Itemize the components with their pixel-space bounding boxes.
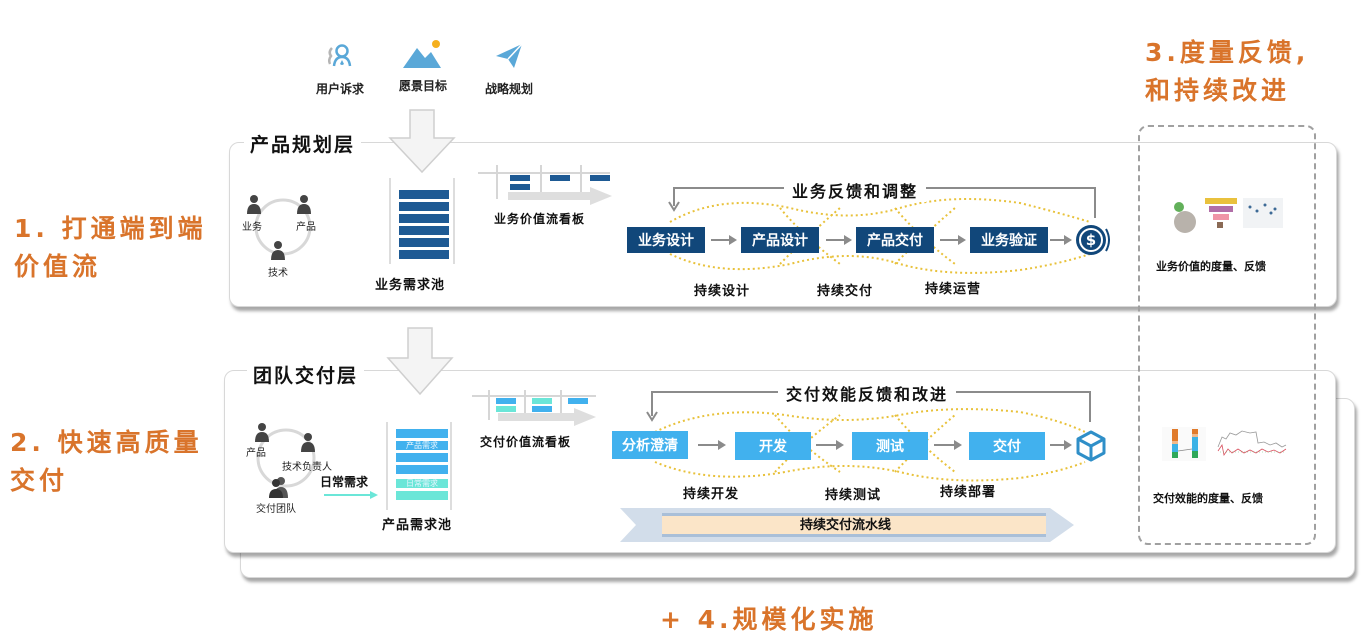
step-test: 测试 (852, 432, 928, 460)
delivery-feedback-label: 交付效能反馈和改进 (778, 381, 957, 405)
continuous-delivery: 持续交付 (817, 284, 874, 299)
cube-icon (1076, 430, 1106, 462)
product-layer-title: 产品规划层 (244, 130, 362, 157)
arrow-right-icon (816, 440, 844, 450)
step-analysis: 分析澄清 (612, 431, 688, 459)
role-business: 业务 (242, 222, 262, 233)
business-pool-label: 业务需求池 (375, 278, 446, 293)
goal-2-line2: 交付 (10, 466, 69, 495)
business-feedback-label: 业务反馈和调整 (784, 178, 927, 202)
step-product-delivery: 产品交付 (856, 227, 934, 253)
step-deliver: 交付 (969, 432, 1045, 460)
svg-text:$: $ (1086, 231, 1096, 249)
business-kanban-label: 业务价值流看板 (494, 212, 586, 226)
goal-1-line1: 1. 打通端到端 (14, 214, 207, 243)
business-pool (389, 178, 455, 264)
step-business-validation: 业务验证 (970, 227, 1048, 253)
pool-item: 日常需求 (396, 479, 448, 488)
arrow-right-icon (934, 440, 962, 450)
goal-2: 2. 快速高质量 交付 (10, 424, 203, 500)
business-metrics-label: 业务价值的度量、反馈 (1156, 260, 1266, 273)
step-business-design: 业务设计 (627, 227, 705, 253)
pool-item (399, 214, 449, 223)
goal-1: 1. 打通端到端 价值流 (14, 210, 207, 286)
daily-demand-arrow-icon (324, 491, 378, 499)
pipeline-arrow (620, 508, 1074, 542)
team-roles-group: 产品 技术负责人 交付团队 (240, 420, 380, 515)
arrow-right-icon (711, 235, 737, 245)
continuous-design: 持续设计 (694, 284, 751, 299)
paper-plane-icon (496, 43, 523, 68)
delivery-kanban (472, 390, 598, 426)
arrow-right-icon (826, 235, 852, 245)
role-product: 产品 (246, 448, 266, 459)
person-icon (297, 195, 311, 214)
pool-item (396, 491, 448, 500)
business-metrics-chart-thumbnail (1174, 198, 1283, 233)
input-vision: 愿景目标 (392, 38, 454, 94)
kanban-flow-arrow (498, 408, 596, 426)
pool-item (396, 453, 448, 462)
pool-item (399, 226, 449, 235)
step-product-design: 产品设计 (741, 227, 819, 253)
arrow-right-icon (698, 440, 726, 450)
roles-circle (256, 428, 316, 488)
continuous-deployment: 持续部署 (940, 485, 997, 500)
goal-3-line1: 3.度量反馈, (1145, 38, 1310, 67)
pool-item (396, 465, 448, 474)
delivery-kanban-label: 交付价值流看板 (480, 435, 572, 449)
arrow-right-icon (940, 235, 966, 245)
product-roles-group: 业务 产品 技术 (240, 190, 330, 280)
mountain-sun-icon (403, 40, 441, 68)
pipeline-label: 持续交付流水线 (800, 518, 892, 533)
down-arrow-icon (388, 109, 456, 174)
user-demand-icon (327, 44, 352, 67)
pool-item (399, 202, 449, 211)
role-product: 产品 (296, 222, 316, 233)
daily-demand-label: 日常需求 (320, 475, 369, 489)
delivery-metrics-label: 交付效能的度量、反馈 (1153, 492, 1263, 505)
pool-item (399, 238, 449, 247)
business-kanban (478, 165, 614, 205)
product-planning-layer (229, 142, 1337, 307)
continuous-operation: 持续运营 (925, 282, 982, 297)
team-icon (269, 477, 288, 498)
person-icon (301, 433, 315, 452)
dollar-coin-icon: $ (1076, 225, 1110, 255)
product-pool-label: 产品需求池 (382, 518, 453, 533)
goal-4: + 4.规模化实施 (660, 605, 878, 634)
team-layer-title: 团队交付层 (247, 361, 365, 388)
arrow-right-icon (1050, 235, 1072, 245)
down-arrow-icon (386, 327, 454, 396)
continuous-testing: 持续测试 (825, 488, 882, 503)
person-icon (247, 195, 261, 214)
goal-3: 3.度量反馈, 和持续改进 (1145, 34, 1309, 110)
kanban-flow-arrow (508, 187, 612, 205)
metrics-feedback-frame (1138, 125, 1316, 545)
goal-2-line1: 2. 快速高质量 (10, 428, 203, 457)
pool-item (399, 250, 449, 259)
delivery-metrics-chart-thumbnail (1162, 427, 1287, 461)
input-strategy: 战略规划 (478, 42, 540, 97)
person-icon (271, 241, 285, 260)
role-tech: 技术 (268, 268, 288, 279)
product-pool: 产品需求 日常需求 (386, 422, 452, 510)
role-tech-lead: 技术负责人 (282, 462, 332, 473)
goal-1-line2: 价值流 (14, 252, 102, 281)
step-develop: 开发 (735, 432, 811, 460)
pool-item: 产品需求 (396, 441, 448, 450)
input-user-demand: 用户诉求 (309, 42, 371, 97)
input-strategy-label: 战略规划 (484, 82, 533, 96)
input-user-demand-label: 用户诉求 (315, 82, 364, 96)
goal-3-line2: 和持续改进 (1145, 76, 1291, 105)
continuous-development: 持续开发 (683, 487, 740, 502)
pool-item (396, 429, 448, 438)
role-delivery-team: 交付团队 (256, 504, 296, 515)
person-icon (255, 423, 269, 442)
arrow-right-icon (1050, 440, 1072, 450)
input-vision-label: 愿景目标 (398, 79, 447, 93)
pool-item (399, 190, 449, 199)
